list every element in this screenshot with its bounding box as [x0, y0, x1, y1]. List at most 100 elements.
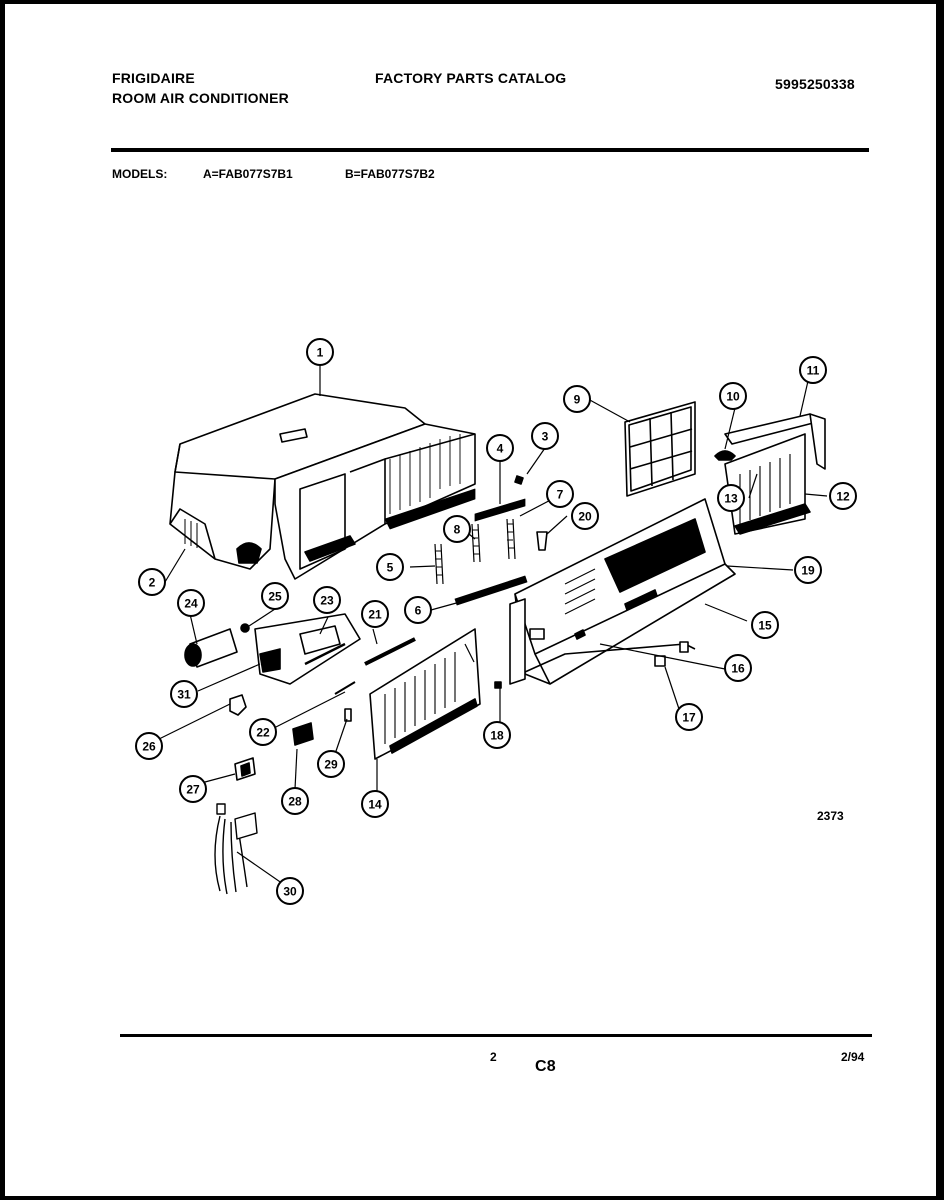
- product-name: ROOM AIR CONDITIONER: [112, 90, 289, 106]
- callout-3: 3: [531, 422, 559, 450]
- chassis-basepan: [274, 423, 476, 580]
- callout-20: 20: [571, 502, 599, 530]
- callout-number: 11: [807, 364, 820, 378]
- callout-number: 2: [149, 576, 156, 590]
- callout-number: 7: [557, 488, 564, 502]
- brand-name: FRIGIDAIRE: [112, 70, 195, 86]
- callout-15: 15: [751, 611, 779, 639]
- callout-circle: [249, 718, 277, 746]
- callout-16: 16: [724, 654, 752, 682]
- model-b: B=FAB077S7B2: [345, 167, 435, 181]
- callout-circle: [361, 790, 389, 818]
- catalog-page: FRIGIDAIRE ROOM AIR CONDITIONER FACTORY …: [5, 4, 936, 1196]
- callout-number: 27: [186, 783, 200, 797]
- callout-27: 27: [179, 775, 207, 803]
- wire-harness: [214, 803, 258, 895]
- callout-circle: [306, 338, 334, 366]
- callout-number: 23: [320, 594, 334, 608]
- callout-number: 30: [283, 885, 297, 899]
- callout-28: 28: [281, 787, 309, 815]
- callout-4: 4: [486, 434, 514, 462]
- exploded-parts-diagram: 1234567891011121314151617181920212223242…: [135, 338, 857, 905]
- catalog-number: 5995250338: [775, 76, 855, 92]
- callout-number: 22: [256, 726, 270, 740]
- callout-circle: [376, 553, 404, 581]
- callout-number: 17: [682, 711, 696, 725]
- section-code: C8: [535, 1058, 556, 1075]
- callout-circle: [717, 484, 745, 512]
- callout-number: 29: [324, 758, 338, 772]
- callout-number: 1: [317, 346, 324, 360]
- callout-1: 1: [306, 338, 334, 366]
- header-rule: [111, 148, 869, 152]
- issue-date: 2/94: [841, 1050, 865, 1064]
- callout-circle: [177, 589, 205, 617]
- callout-6: 6: [404, 596, 432, 624]
- callout-8: 8: [443, 515, 471, 543]
- model-a: A=FAB077S7B1: [203, 167, 293, 181]
- callout-30: 30: [276, 877, 304, 905]
- side-louver-panel: [369, 628, 481, 760]
- callout-number: 31: [177, 688, 191, 702]
- callout-circle: [799, 356, 827, 384]
- callout-18: 18: [483, 721, 511, 749]
- callout-number: 9: [574, 393, 581, 407]
- callout-number: 5: [387, 561, 394, 575]
- callout-circle: [724, 654, 752, 682]
- callout-number: 18: [490, 729, 504, 743]
- callout-circle: [317, 750, 345, 778]
- callout-24: 24: [177, 589, 205, 617]
- callout-number: 24: [184, 597, 198, 611]
- callout-26: 26: [135, 732, 163, 760]
- callout-number: 25: [268, 590, 282, 604]
- callout-number: 21: [368, 608, 382, 622]
- drawing-number: 2373: [817, 809, 844, 823]
- callout-31: 31: [170, 680, 198, 708]
- callout-circle: [546, 480, 574, 508]
- callout-number: 20: [578, 510, 592, 524]
- callout-2: 2: [138, 568, 166, 596]
- callout-number: 26: [142, 740, 156, 754]
- callout-circle: [829, 482, 857, 510]
- air-filter: [624, 401, 696, 497]
- callout-circle: [486, 434, 514, 462]
- callout-19: 19: [794, 556, 822, 584]
- callout-number: 15: [758, 619, 772, 633]
- callout-21: 21: [361, 600, 389, 628]
- callout-circle: [531, 422, 559, 450]
- fan-motor-assembly: [254, 613, 416, 695]
- callout-circle: [563, 385, 591, 413]
- callout-number: 28: [288, 795, 302, 809]
- catalog-title: FACTORY PARTS CATALOG: [375, 70, 567, 86]
- callout-number: 6: [415, 604, 422, 618]
- callout-circle: [135, 732, 163, 760]
- callout-14: 14: [361, 790, 389, 818]
- callout-29: 29: [317, 750, 345, 778]
- callout-circle: [794, 556, 822, 584]
- callout-circle: [261, 582, 289, 610]
- callout-circle: [404, 596, 432, 624]
- callout-25: 25: [261, 582, 289, 610]
- callout-circle: [751, 611, 779, 639]
- footer-rule: [120, 1034, 872, 1037]
- callout-circle: [170, 680, 198, 708]
- callout-5: 5: [376, 553, 404, 581]
- callout-circle: [675, 703, 703, 731]
- callout-number: 16: [731, 662, 745, 676]
- callout-number: 12: [836, 490, 850, 504]
- callout-22: 22: [249, 718, 277, 746]
- callout-11: 11: [799, 356, 827, 384]
- callout-12: 12: [829, 482, 857, 510]
- callout-circle: [361, 600, 389, 628]
- callout-17: 17: [675, 703, 703, 731]
- callout-number: 10: [726, 390, 740, 404]
- callout-number: 8: [454, 523, 461, 537]
- callout-number: 14: [368, 798, 382, 812]
- callout-circle: [138, 568, 166, 596]
- callout-number: 13: [724, 492, 738, 506]
- callout-circle: [719, 382, 747, 410]
- page-number: 2: [490, 1050, 497, 1064]
- front-grille-panel: [514, 498, 736, 685]
- callout-number: 3: [542, 430, 549, 444]
- callout-circle: [483, 721, 511, 749]
